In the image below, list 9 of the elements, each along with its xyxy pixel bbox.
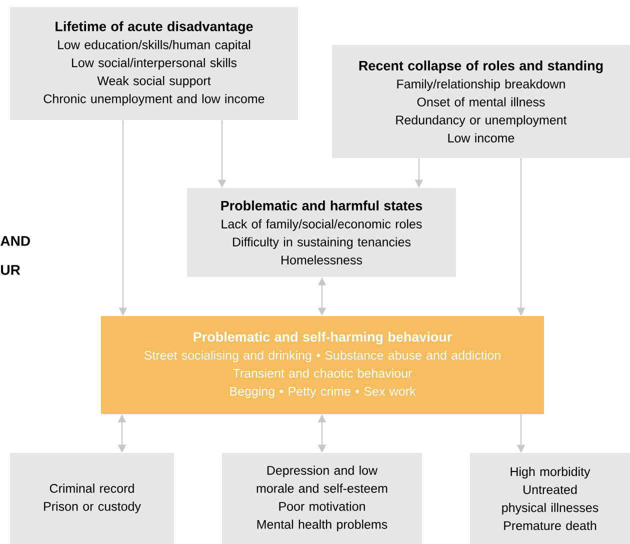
info-box: Recent collapse of roles and standing Family/relationship breakdown Onset of mental illness Redundancy or unemployment Low income (332, 45, 630, 158)
info-box: Problematic and self-harming behaviour Street socialising and drinking • Substance abuse and addiction Transient and chaotic behaviour Begging • Petty crime • Sex work (101, 316, 544, 414)
info-box: Problematic and harmful states Lack of family/social/economic roles Difficulty in sustaining tenancies Homelessness (187, 188, 456, 277)
cut-heading: AND (0, 236, 30, 246)
cut-heading: UR (1, 265, 20, 275)
info-box: Lifetime of acute disadvantage Low education/skills/human capital Low social/interpersonal skills Weak social support Chronic unemployment and low income (10, 7, 298, 120)
outcome-box: Depression and low morale and self-esteem Poor motivation Mental health problems (222, 452, 422, 544)
outcome-box: Criminal record Prison or custody (10, 452, 174, 544)
outcome-box: High morbidity Untreated physical illnesses Premature death (470, 452, 630, 544)
